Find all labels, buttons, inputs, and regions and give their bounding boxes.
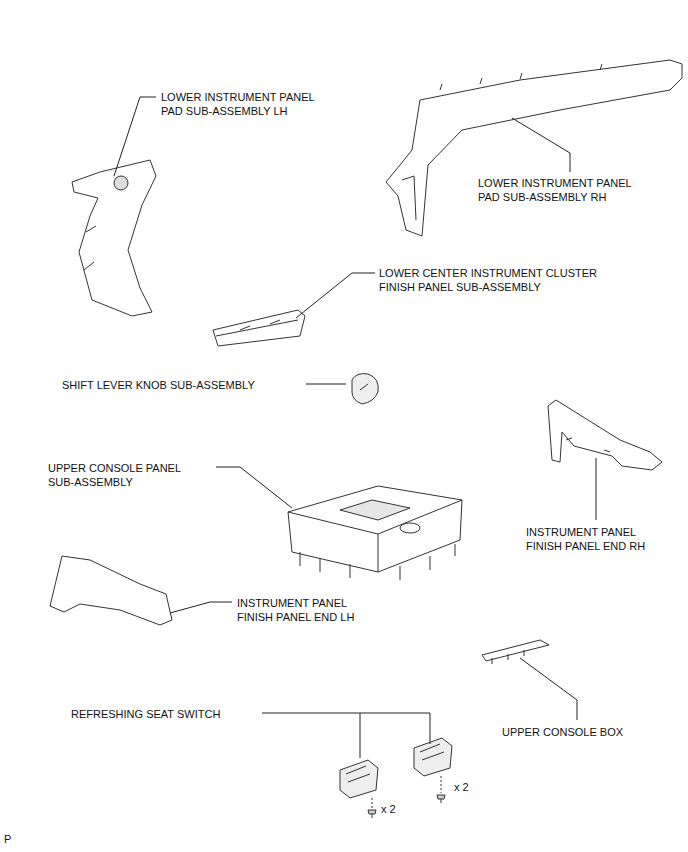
end-rh-detail <box>566 438 610 452</box>
leader-line <box>170 602 232 613</box>
console-panel-top <box>288 500 462 572</box>
switch-right-part <box>414 738 452 776</box>
part-name: INSTRUMENT PANEL FINISH PANEL END LH <box>236 596 360 624</box>
quantity-note: x 2 <box>380 802 397 816</box>
part-name: LOWER CENTER INSTRUMENT CLUSTER FINISH P… <box>378 266 603 294</box>
part-name: INSTRUMENT PANEL FINISH PANEL END RH <box>525 525 651 553</box>
screw-left <box>368 810 376 818</box>
part-name: REFRESHING SEAT SWITCH <box>70 707 221 721</box>
console-box-part <box>482 640 549 661</box>
part-name: UPPER CONSOLE PANEL SUB-ASSEMBLY <box>47 461 187 489</box>
console-box-tabs <box>492 650 524 664</box>
pad-lh-knob <box>114 176 128 190</box>
leader-line <box>296 273 375 318</box>
leader-line <box>596 458 597 520</box>
leader-line <box>216 467 292 508</box>
leader-line <box>360 713 361 758</box>
screw-axis-right <box>441 776 442 793</box>
center-panel-part <box>213 310 305 346</box>
leader-line <box>306 384 346 385</box>
shift-knob-part <box>352 374 378 404</box>
leader-line <box>114 97 156 176</box>
screw-axis-left <box>372 798 373 808</box>
leader-line <box>262 713 430 714</box>
end-rh-part <box>548 400 662 470</box>
switch-left-detail <box>346 766 370 782</box>
page-marker: P <box>3 832 12 846</box>
switch-right-detail <box>420 744 444 760</box>
screw-right <box>437 795 445 803</box>
part-name: LOWER INSTRUMENT PANEL PAD SUB-ASSEMBLY … <box>477 176 637 204</box>
console-panel-legs <box>300 544 455 580</box>
leader-line <box>520 658 577 720</box>
part-name: SHIFT LEVER KNOB SUB-ASSEMBLY <box>61 378 256 392</box>
leader-line <box>512 118 570 172</box>
leader-line <box>430 713 431 744</box>
console-panel-detail <box>340 500 410 520</box>
pad-lh-detail <box>84 226 96 270</box>
part-name: LOWER INSTRUMENT PANEL PAD SUB-ASSEMBLY … <box>160 90 320 118</box>
pad-lh-part <box>72 160 156 316</box>
part-name: UPPER CONSOLE BOX <box>501 725 624 739</box>
switch-left-part <box>340 760 378 798</box>
console-panel-part <box>288 486 462 572</box>
quantity-note: x 2 <box>453 780 470 794</box>
center-panel-detail <box>216 320 298 336</box>
console-panel-dial <box>400 523 420 533</box>
end-lh-part <box>50 556 172 625</box>
shift-knob-detail <box>360 384 368 390</box>
pad-rh-part <box>386 60 682 236</box>
